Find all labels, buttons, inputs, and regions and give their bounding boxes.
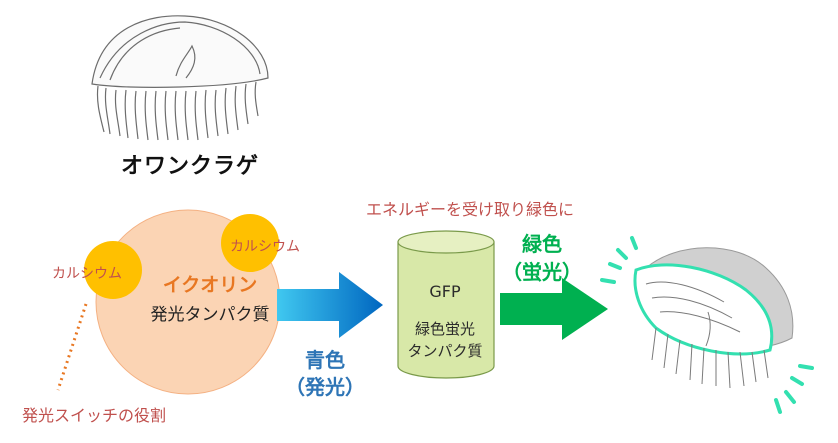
jellyfish-sketch-icon (91, 15, 269, 141)
energy-note: エネルギーを受け取り緑色に (365, 200, 574, 219)
blue-arrow-icon (277, 272, 383, 338)
switch-pointer-line (56, 303, 88, 391)
green-arrow-icon (500, 278, 608, 340)
calcium-ball-left (84, 241, 142, 299)
calcium-label-left: カルシウム (52, 266, 122, 282)
blue-light-label-1: 青色 (305, 348, 345, 372)
gfp-name: GFP (429, 282, 461, 301)
gfp-desc-line-2: タンパク質 (407, 342, 483, 360)
glowing-jellyfish-icon (600, 236, 814, 414)
green-light-label-1: 緑色 (522, 232, 562, 256)
aequorin-desc: 発光タンパク質 (150, 305, 270, 325)
aequorin-name: イクオリン (162, 274, 258, 296)
gfp-desc-line-1: 緑色蛍光 (414, 320, 475, 338)
jellyfish-name: オワンクラゲ (120, 154, 259, 179)
gfp-cylinder (397, 230, 495, 379)
green-light-label-2: （蛍光） (502, 260, 582, 284)
switch-note: 発光スイッチの役割 (22, 406, 167, 425)
calcium-label-right: カルシウム (230, 239, 300, 255)
blue-light-label-2: （発光） (285, 375, 365, 399)
calcium-ball-right (221, 214, 279, 272)
